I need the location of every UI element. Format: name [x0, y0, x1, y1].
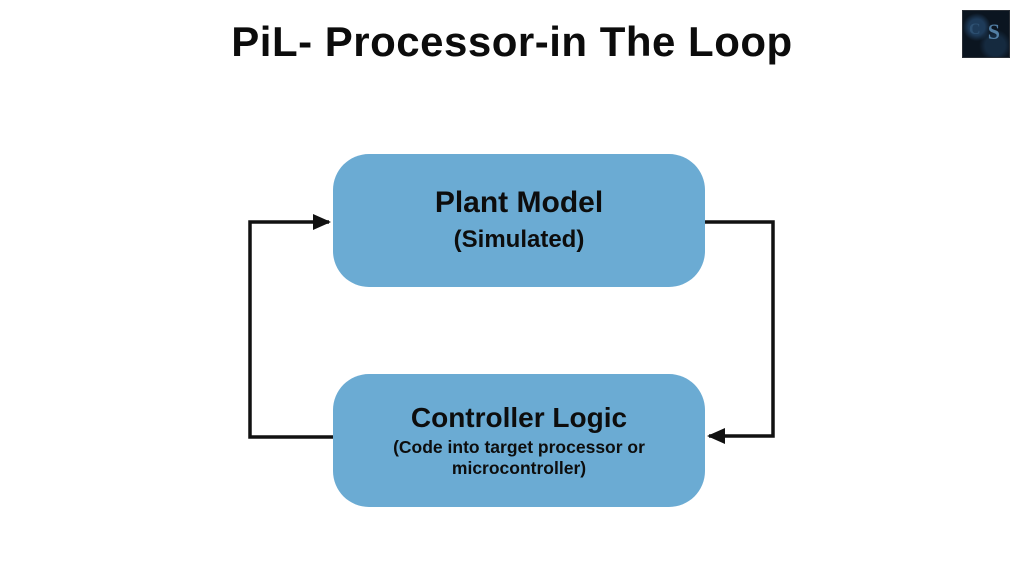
controller-logic-title: Controller Logic [410, 401, 628, 433]
node-controller-logic: Controller Logic (Code into target proce… [333, 374, 705, 507]
node-plant-model: Plant Model (Simulated) [333, 154, 705, 287]
brand-logo-glyph-s: S [987, 19, 1000, 44]
feedback-arrow-left [248, 214, 333, 439]
plant-model-title: Plant Model [434, 185, 604, 219]
plant-model-subtitle: (Simulated) [453, 226, 585, 254]
brand-logo-glyph-c: C [969, 21, 981, 38]
controller-logic-subtitle: (Code into target processor or microcont… [393, 437, 645, 479]
brand-logo: C S [962, 10, 1010, 58]
page-title: PiL- Processor-in The Loop [231, 18, 793, 65]
forward-arrow-right [705, 220, 775, 444]
